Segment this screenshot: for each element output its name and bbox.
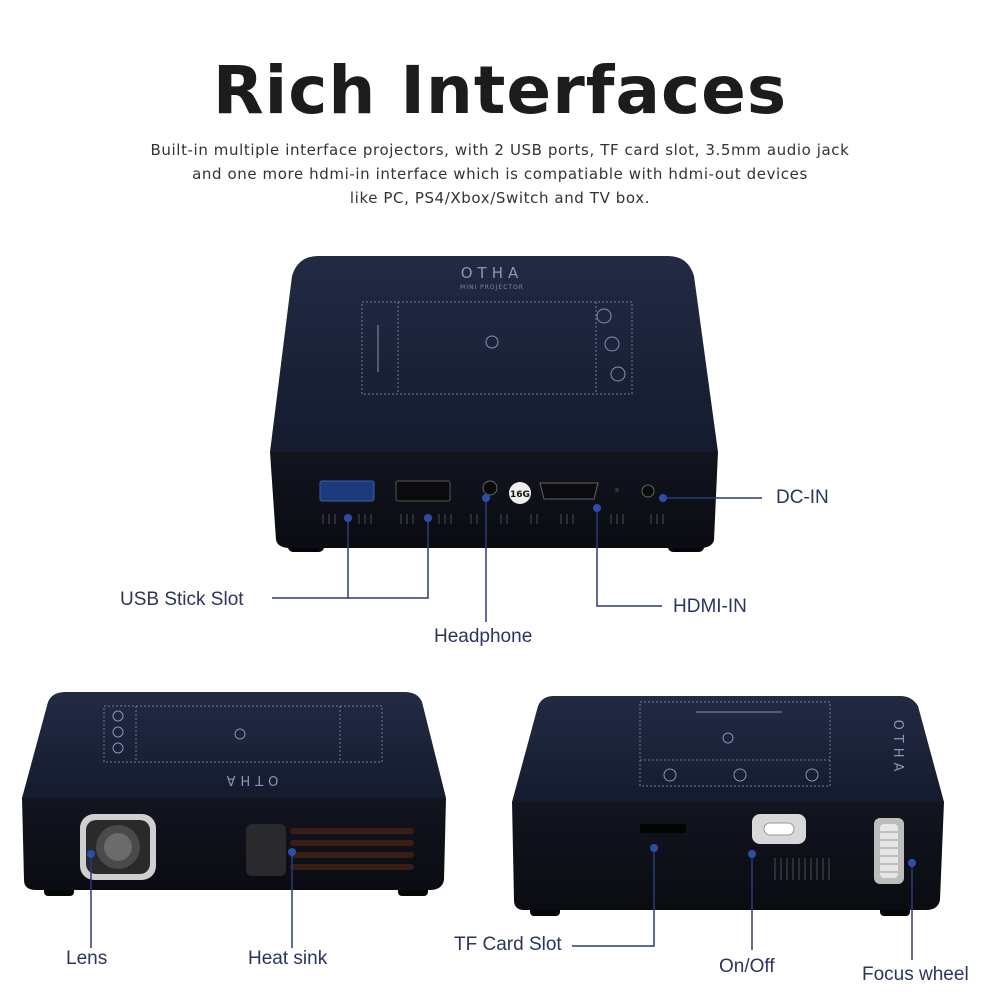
sd-card-badge xyxy=(509,482,531,504)
dc-in-port xyxy=(641,484,655,498)
brand-logo: OTHA xyxy=(461,264,524,282)
description-line-3: like PC, PS4/Xbox/Switch and TV box. xyxy=(349,189,651,207)
label-focus-wheel: Focus wheel xyxy=(862,964,969,985)
label-headphone: Headphone xyxy=(434,626,533,647)
page-description: Built-in multiple interface projectors, … xyxy=(0,138,1000,210)
projector-back-view: OTHA MINI PROJECTOR 16G xyxy=(270,256,718,552)
label-hdmi-in: HDMI-IN xyxy=(673,596,747,617)
callout-dots xyxy=(87,494,916,867)
usb-port-2 xyxy=(395,480,451,502)
callout-lines xyxy=(90,497,913,960)
page-title: Rich Interfaces xyxy=(212,52,788,129)
brand-logo-3: OTHA xyxy=(890,720,905,777)
hdmi-port xyxy=(539,482,599,500)
brand-subtitle: MINI PROJECTOR xyxy=(460,284,524,291)
usb-port-1 xyxy=(319,480,375,502)
label-heat-sink: Heat sink xyxy=(248,948,328,969)
tf-card-slot xyxy=(640,824,686,833)
label-tf-card-slot: TF Card Slot xyxy=(454,934,562,955)
label-dc-in: DC-IN xyxy=(776,487,829,508)
label-lens: Lens xyxy=(66,948,108,969)
headphone-jack xyxy=(482,480,498,496)
label-on-off: On/Off xyxy=(719,956,775,977)
label-usb-stick-slot: USB Stick Slot xyxy=(120,589,244,610)
projector-side-view: OTHA xyxy=(512,696,944,916)
sd-card-badge-text: 16G xyxy=(510,490,530,500)
brand-logo-2: OTHA xyxy=(222,772,279,787)
description-line-2: and one more hdmi-in interface which is … xyxy=(192,165,808,183)
projector-lens-view: OTHA xyxy=(22,692,446,896)
description-line-1: Built-in multiple interface projectors, … xyxy=(150,141,850,159)
